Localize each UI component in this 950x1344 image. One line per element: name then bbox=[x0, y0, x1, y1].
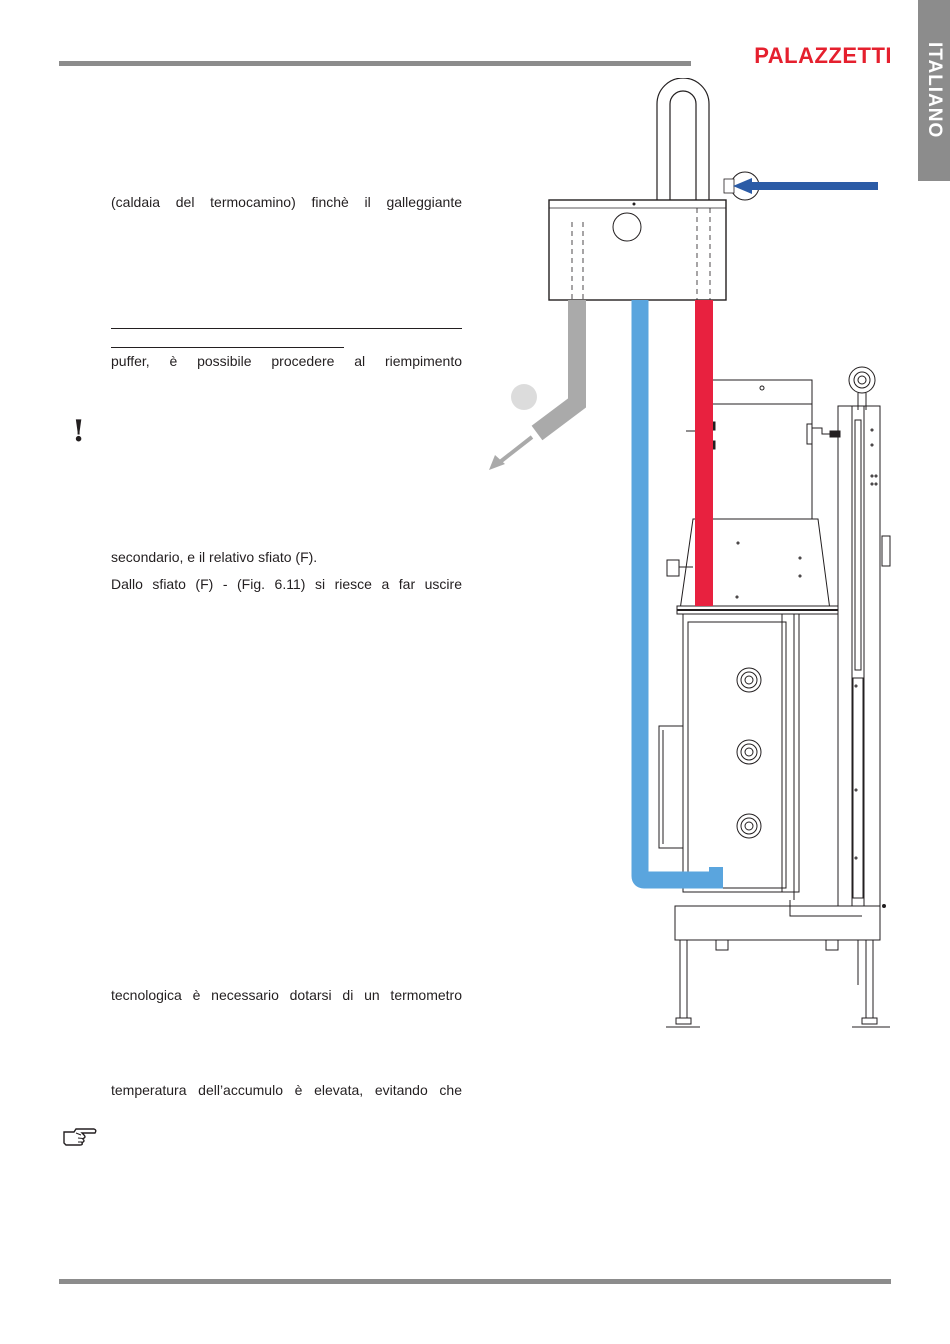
text-line-4: Dallo sfiato (F) - (Fig. 6.11) si riesce… bbox=[111, 576, 462, 592]
language-tab-label: ITALIANO bbox=[924, 42, 945, 139]
footer-rule bbox=[59, 1279, 891, 1284]
table-rule-partial bbox=[111, 347, 344, 348]
inlet-arrow bbox=[733, 178, 878, 194]
brand-logo: PALAZZETTI bbox=[754, 43, 892, 68]
expansion-tank bbox=[548, 199, 727, 301]
hot-water-pipe bbox=[695, 300, 713, 606]
header-rule bbox=[59, 61, 691, 66]
stove-body bbox=[658, 366, 891, 1028]
exclamation-icon: ! bbox=[72, 414, 86, 449]
vent-pipe bbox=[656, 78, 710, 200]
drain-pipe bbox=[489, 300, 586, 470]
installation-diagram bbox=[489, 78, 891, 1028]
pointing-hand-icon bbox=[63, 1128, 97, 1146]
language-tab: ITALIANO bbox=[918, 0, 950, 181]
callout-circle-drain bbox=[511, 384, 537, 410]
table-rule-top bbox=[111, 328, 462, 329]
text-line-2: puffer, è possibile procedere al riempim… bbox=[111, 353, 462, 369]
text-line-5: tecnologica è necessario dotarsi di un t… bbox=[111, 987, 462, 1003]
text-line-3: secondario, e il relativo sfiato (F). bbox=[111, 549, 318, 565]
cold-water-pipe bbox=[631, 300, 723, 889]
text-line-6: temperatura dell’accumulo è elevata, evi… bbox=[111, 1082, 462, 1098]
text-line-1: (caldaia del termocamino) finchè il gall… bbox=[111, 194, 462, 210]
